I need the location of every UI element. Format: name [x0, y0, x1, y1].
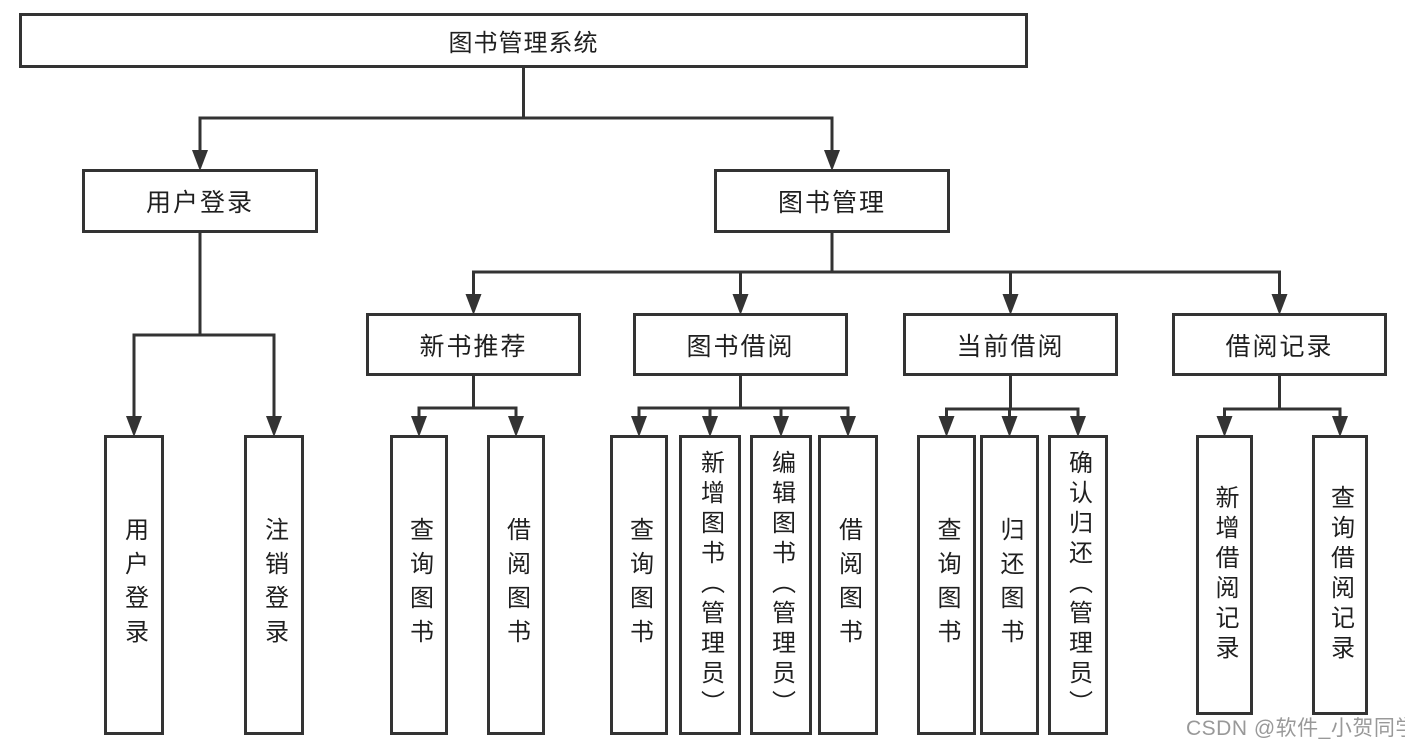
node-leaf-query1: 查询图书: [390, 435, 448, 735]
node-leaf-edit: 编辑图书（管理员）: [750, 435, 812, 735]
node-leaf-query2: 查询图书: [610, 435, 668, 735]
node-mgmt: 图书管理: [714, 169, 950, 233]
node-root: 图书管理系统: [19, 13, 1028, 68]
node-leaf-borrow2: 借阅图书: [818, 435, 878, 735]
node-leaf-qryrec: 查询借阅记录: [1312, 435, 1368, 715]
node-records: 借阅记录: [1172, 313, 1387, 376]
node-current: 当前借阅: [903, 313, 1118, 376]
node-leaf-addrec: 新增借阅记录: [1196, 435, 1253, 715]
node-leaf-confirm: 确认归还（管理员）: [1048, 435, 1108, 735]
node-recommend: 新书推荐: [366, 313, 581, 376]
node-leaf-add: 新增图书（管理员）: [679, 435, 741, 735]
node-leaf-return: 归还图书: [980, 435, 1039, 735]
watermark: CSDN @软件_小贺同学: [1186, 717, 1405, 740]
node-leaf-query3: 查询图书: [917, 435, 976, 735]
node-borrow: 图书借阅: [633, 313, 848, 376]
node-leaf-logout: 注销登录: [244, 435, 304, 735]
node-login: 用户登录: [82, 169, 318, 233]
node-leaf-login: 用户登录: [104, 435, 164, 735]
node-leaf-borrow1: 借阅图书: [487, 435, 545, 735]
